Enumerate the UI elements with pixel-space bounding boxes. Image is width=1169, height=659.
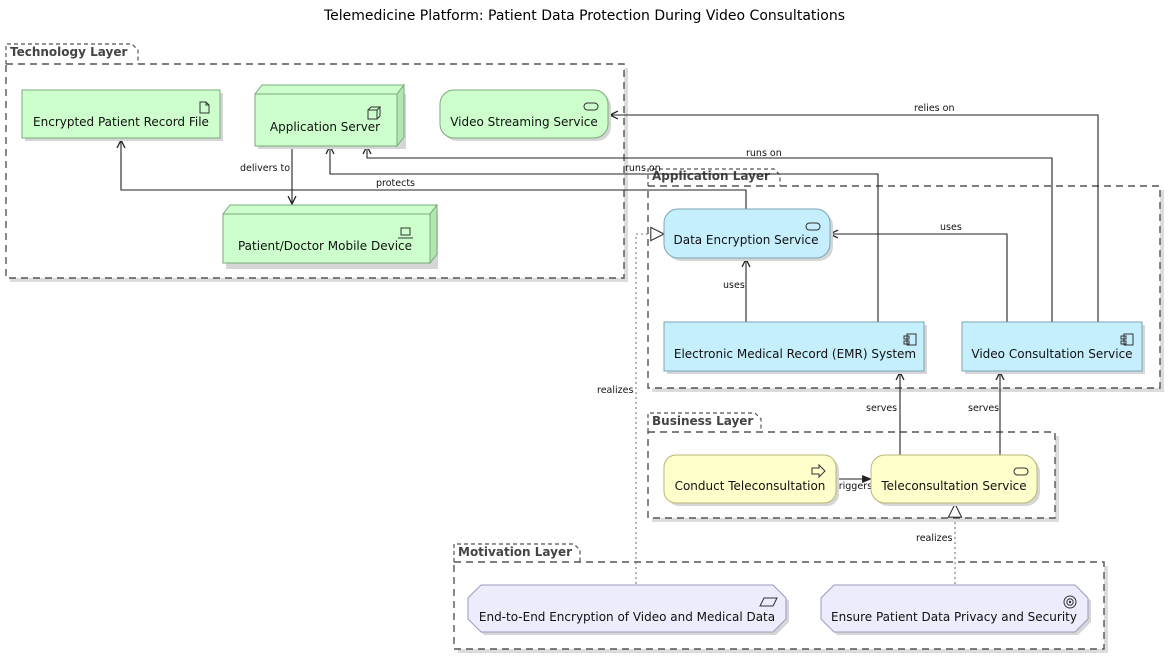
application-layer-label: Application Layer	[652, 169, 770, 183]
technology-layer-label: Technology Layer	[10, 45, 127, 59]
edge-label-protects: protects	[376, 178, 415, 189]
service-pill-icon	[805, 222, 821, 231]
edge-label-serves-emr: serves	[866, 403, 897, 414]
edge-uses-emr: uses	[723, 259, 746, 322]
edge-triggers: triggers	[835, 475, 872, 492]
component-icon	[1120, 333, 1134, 346]
business-layer-label: Business Layer	[652, 414, 753, 428]
teleconsultation-service-label: Teleconsultation Service	[880, 479, 1026, 493]
process-arrow-icon	[811, 463, 826, 479]
ensure-privacy-label: Ensure Patient Data Privacy and Security	[831, 610, 1077, 624]
conduct-teleconsultation-node[interactable]: Conduct Teleconsultation	[663, 454, 839, 506]
edge-label-runs-on-emr: runs on	[625, 163, 661, 174]
edge-realizes-privacy: realizes	[916, 504, 955, 584]
application-server-label: Application Server	[270, 120, 380, 134]
service-pill-icon	[583, 102, 599, 111]
application-server-node[interactable]: Application Server	[253, 83, 406, 149]
diagram-title: Telemedicine Platform: Patient Data Prot…	[323, 8, 846, 24]
node-box-icon	[367, 106, 382, 120]
edge-label-triggers: triggers	[835, 481, 872, 492]
edge-relies-on: relies on	[610, 103, 1099, 322]
edge-label-uses-video: uses	[940, 222, 962, 233]
edge-serves-video: serves	[968, 372, 1000, 455]
e2e-encryption-requirement-node[interactable]: End-to-End Encryption of Video and Medic…	[467, 584, 789, 635]
data-encryption-service-label: Data Encryption Service	[673, 233, 818, 247]
encrypted-patient-record-file-label: Encrypted Patient Record File	[33, 115, 209, 129]
edge-runs-on-emr: runs on	[330, 146, 879, 322]
document-icon	[199, 101, 210, 114]
edge-label-realizes-privacy: realizes	[916, 533, 952, 544]
edge-uses-video: uses	[830, 222, 1008, 322]
requirement-icon	[759, 597, 778, 607]
motivation-layer-label: Motivation Layer	[458, 545, 572, 559]
ensure-privacy-goal-node[interactable]: Ensure Patient Data Privacy and Security	[820, 584, 1091, 635]
conduct-teleconsultation-label: Conduct Teleconsultation	[675, 479, 826, 493]
edge-label-serves-video: serves	[968, 403, 999, 414]
edge-label-runs-on-video: runs on	[746, 148, 782, 159]
edge-realizes-encryption: realizes	[597, 234, 664, 584]
emr-system-label: Electronic Medical Record (EMR) System	[674, 347, 916, 361]
service-pill-icon	[1013, 467, 1029, 476]
edge-label-delivers-to: delivers to	[240, 163, 290, 174]
e2e-encryption-label: End-to-End Encryption of Video and Medic…	[479, 610, 775, 624]
teleconsultation-service-node[interactable]: Teleconsultation Service	[870, 454, 1040, 506]
video-consultation-service-node[interactable]: Video Consultation Service	[961, 321, 1145, 374]
edge-label-relies-on: relies on	[914, 103, 954, 114]
component-icon	[903, 333, 917, 346]
edge-label-uses-emr: uses	[723, 280, 745, 291]
video-consultation-service-label: Video Consultation Service	[971, 347, 1132, 361]
edge-protects: protects	[121, 140, 747, 209]
edge-label-realizes-encryption: realizes	[597, 385, 633, 396]
encrypted-patient-record-file-node[interactable]: Encrypted Patient Record File	[21, 89, 223, 141]
emr-system-node[interactable]: Electronic Medical Record (EMR) System	[663, 321, 927, 374]
video-streaming-service-node[interactable]: Video Streaming Service	[439, 89, 611, 141]
video-streaming-service-label: Video Streaming Service	[450, 115, 598, 129]
device-icon	[398, 227, 413, 239]
edge-delivers-to: delivers to	[240, 146, 292, 204]
goal-icon	[1063, 595, 1077, 609]
data-encryption-service-node[interactable]: Data Encryption Service	[663, 208, 833, 261]
mobile-device-label: Patient/Doctor Mobile Device	[238, 239, 412, 253]
edge-runs-on-video: runs on	[367, 146, 1053, 322]
edge-serves-emr: serves	[866, 372, 900, 455]
mobile-device-node[interactable]: Patient/Doctor Mobile Device	[221, 203, 439, 269]
